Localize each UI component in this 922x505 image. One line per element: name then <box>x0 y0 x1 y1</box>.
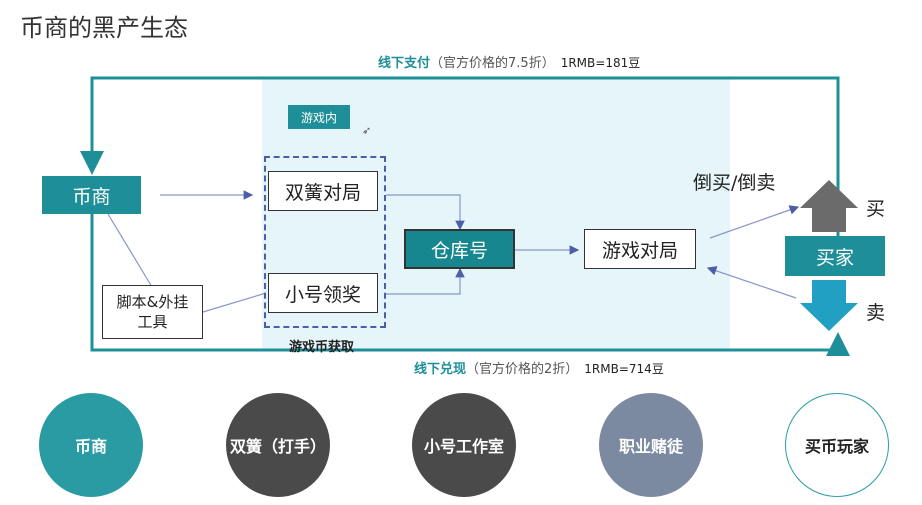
arrow-match-to-resell <box>709 205 800 239</box>
coin-acquire-label: 游戏币获取 <box>289 340 355 355</box>
offline-cash-caption: 线下兑现（官方价格的2折） 1RMB=714豆 <box>414 358 664 377</box>
role-alt-studio: 小号工作室 <box>412 393 516 497</box>
line-merchant-to-script <box>107 213 153 288</box>
sell-label: 卖 <box>866 302 886 324</box>
resell-label: 倒买/倒卖 <box>693 172 776 194</box>
script-tool-node: 脚本&外挂工具 <box>102 285 203 339</box>
offline-pay-rate: 1RMB=181豆 <box>560 56 641 70</box>
buy-arrow-icon <box>800 180 858 232</box>
outer-loop-bottom <box>90 214 850 356</box>
warehouse-node: 仓库号 <box>404 229 515 269</box>
arrow-alt-to-warehouse <box>386 267 465 295</box>
offline-cash-label: 线下兑现 <box>414 362 467 377</box>
page-title: 币商的黑产生态 <box>20 14 188 42</box>
offline-pay-label: 线下支付 <box>378 56 431 71</box>
outer-loop-top <box>80 76 840 236</box>
alt-reward-node: 小号领奖 <box>268 273 378 313</box>
buyer-node: 买家 <box>785 236 885 276</box>
game-match-node: 游戏对局 <box>584 229 696 269</box>
role-coin-merchant: 币商 <box>39 393 143 497</box>
role-coin-buyer: 买币玩家 <box>785 393 889 497</box>
sell-arrow-icon <box>800 280 858 331</box>
offline-pay-caption: 线下支付（官方价格的7.5折） 1RMB=181豆 <box>378 52 640 71</box>
offline-pay-note: （官方价格的7.5折） <box>430 56 555 71</box>
buy-label: 买 <box>866 198 886 220</box>
line-script-to-alt <box>202 292 267 313</box>
in-game-tag: 游戏内 <box>288 105 350 129</box>
coin-merchant-node: 币商 <box>42 176 141 214</box>
arrow-sell-to-match <box>706 266 797 299</box>
arrow-dual-to-warehouse <box>386 194 465 231</box>
cursor-icon: ➶ <box>362 124 372 137</box>
role-dual-player: 双簧（打手） <box>226 393 330 497</box>
offline-cash-rate: 1RMB=714豆 <box>584 362 664 376</box>
dual-play-node: 双簧对局 <box>268 171 378 211</box>
role-pro-gambler: 职业赌徒 <box>599 393 703 497</box>
coin-acquire-group <box>264 156 386 328</box>
offline-cash-note: （官方价格的2折） <box>466 362 579 377</box>
